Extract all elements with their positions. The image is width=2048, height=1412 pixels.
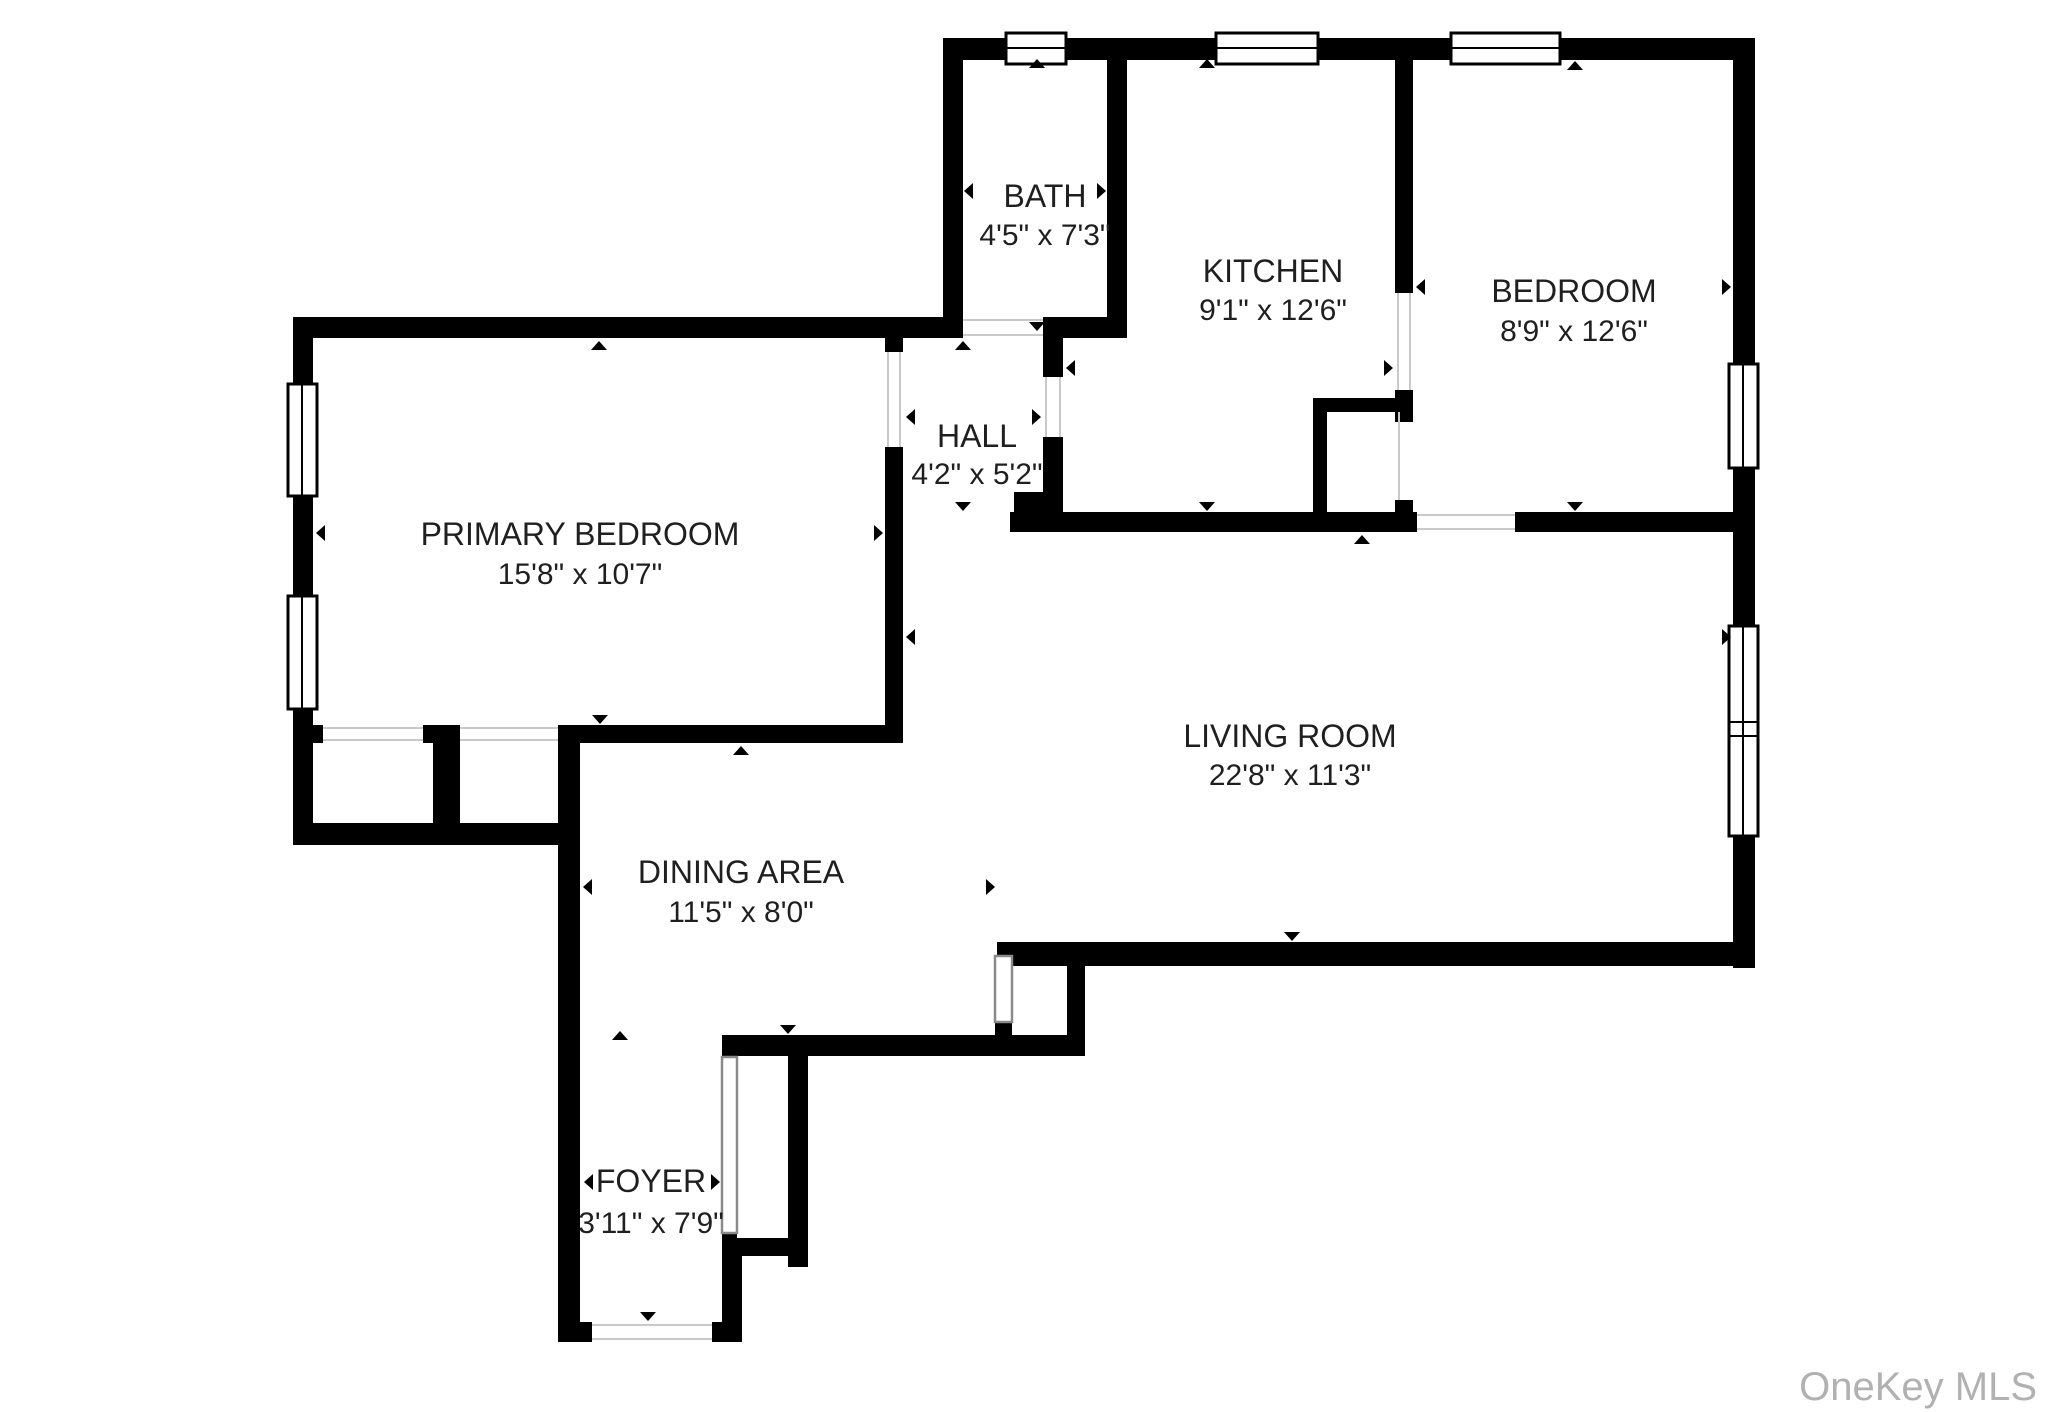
kitchen-arrow-down-icon bbox=[1199, 502, 1215, 511]
foyer-arrow-up-icon bbox=[612, 1031, 628, 1040]
dimension-arrows bbox=[316, 59, 1731, 1321]
living-arrow-right-icon bbox=[1722, 629, 1731, 645]
bath-arrow-down-icon bbox=[1029, 322, 1045, 331]
kitchen-arrow-right-icon bbox=[1384, 360, 1393, 376]
primary-arrow-left-icon bbox=[316, 525, 325, 541]
foyer-arrow-left-icon bbox=[584, 1174, 593, 1190]
wall-entry-left bbox=[558, 1322, 592, 1342]
bedroom-dims: 8'9" x 12'6" bbox=[1500, 315, 1648, 348]
hall-arrow-right-icon bbox=[1032, 409, 1041, 425]
wall-foyer-door-nub bbox=[722, 1233, 737, 1253]
wall-living-closet-nub bbox=[995, 1020, 1012, 1036]
wall-bath-left bbox=[943, 38, 963, 338]
kitchen-arrow-up-icon bbox=[1199, 59, 1215, 68]
wall-bath-right bbox=[1107, 38, 1127, 338]
bath-dims: 4'5" x 7'3" bbox=[979, 219, 1110, 252]
wall-closet-divider bbox=[433, 743, 460, 823]
door-openings bbox=[323, 293, 1515, 1340]
wall-living-top bbox=[1010, 512, 1417, 532]
wall-foyer-closet-bottom bbox=[737, 1238, 808, 1256]
wall-hall-right-top bbox=[1043, 317, 1063, 377]
watermark: OneKey MLS bbox=[1799, 1365, 2037, 1409]
bedroom-arrow-up-icon bbox=[1567, 61, 1583, 70]
bedroom-arrow-left-icon bbox=[1416, 279, 1425, 295]
wall-bedroom-bottom bbox=[1515, 512, 1755, 532]
hall-arrow-left-icon bbox=[906, 409, 915, 425]
wall-primary-bottom-c bbox=[558, 725, 903, 743]
wall-living-bottom bbox=[997, 942, 1755, 966]
hall-arrow-up-icon bbox=[955, 341, 971, 350]
living-arrow-down-icon bbox=[1284, 932, 1300, 941]
living-arrow-left-icon bbox=[906, 629, 915, 645]
primary-arrow-right-icon bbox=[874, 525, 883, 541]
bath-arrow-up-icon bbox=[1029, 59, 1045, 68]
primary-arrow-down-icon bbox=[592, 715, 608, 724]
windows bbox=[286, 31, 1760, 838]
dining-area-label: DINING AREA bbox=[638, 854, 845, 890]
foyer-arrow-down-icon bbox=[640, 1312, 656, 1321]
wall-divider-low bbox=[1395, 500, 1413, 532]
dining-arrow-up-icon bbox=[733, 746, 749, 755]
wall-pantry-left bbox=[1313, 398, 1327, 532]
walls bbox=[293, 38, 1755, 1342]
wall-living-closet-right bbox=[1067, 942, 1085, 1056]
wall-closets-bottom bbox=[293, 823, 558, 845]
dining-arrow-right-icon bbox=[986, 879, 995, 895]
kitchen-arrow-left-icon bbox=[1066, 360, 1075, 376]
wall-dining-foyer-left bbox=[558, 725, 580, 1342]
living-arrow-up-icon bbox=[1354, 535, 1370, 544]
dining-area-dims: 11'5" x 8'0" bbox=[668, 896, 814, 929]
wall-bath-bottom bbox=[1043, 317, 1127, 338]
bath-arrow-left-icon bbox=[964, 183, 973, 199]
dining-arrow-left-icon bbox=[583, 879, 592, 895]
wall-primary-right-bottom bbox=[885, 447, 903, 740]
bedroom-arrow-down-icon bbox=[1567, 502, 1583, 511]
foyer-dims: 3'11" x 7'9" bbox=[578, 1207, 724, 1240]
bath-label: BATH bbox=[1004, 178, 1087, 214]
kitchen-label: KITCHEN bbox=[1203, 253, 1343, 289]
living-closet-door-leaf bbox=[993, 954, 1014, 1024]
wall-foyer-right-low bbox=[722, 1253, 742, 1342]
door-leaves bbox=[720, 954, 1014, 1235]
wall-pantry-top bbox=[1313, 398, 1413, 412]
living-room-label: LIVING ROOM bbox=[1183, 718, 1396, 754]
room-labels: BATH 4'5" x 7'3" KITCHEN 9'1" x 12'6" BE… bbox=[421, 178, 1657, 1240]
wall-entry-right bbox=[712, 1322, 742, 1342]
hall-arrow-down-icon bbox=[955, 502, 971, 511]
primary-bedroom-dims: 15'8" x 10'7" bbox=[498, 558, 663, 591]
foyer-arrow-right-icon bbox=[711, 1174, 720, 1190]
primary-arrow-up-icon bbox=[591, 341, 607, 350]
bedroom-arrow-right-icon bbox=[1722, 279, 1731, 295]
primary-bedroom-label: PRIMARY BEDROOM bbox=[421, 516, 740, 552]
living-room-dims: 22'8" x 11'3" bbox=[1209, 759, 1371, 792]
wall-primary-right-top bbox=[885, 317, 903, 352]
dining-arrow-down-icon bbox=[780, 1025, 796, 1034]
wall-divider-top bbox=[1395, 38, 1413, 293]
hall-dims: 4'2" x 5'2" bbox=[911, 458, 1042, 491]
foyer-closet-door-leaf bbox=[720, 1055, 739, 1235]
kitchen-dims: 9'1" x 12'6" bbox=[1199, 294, 1347, 327]
wall-primary-bottom-a bbox=[313, 725, 323, 743]
wall-primary-top bbox=[293, 317, 963, 338]
bath-arrow-right-icon bbox=[1097, 183, 1106, 199]
wall-primary-bottom-b bbox=[423, 725, 460, 743]
hall-label: HALL bbox=[937, 418, 1017, 454]
wall-foyer-closet-right bbox=[788, 1047, 808, 1267]
wall-dining-bottom bbox=[722, 1035, 1085, 1056]
bedroom-label: BEDROOM bbox=[1491, 273, 1656, 309]
foyer-label: FOYER bbox=[596, 1163, 706, 1199]
